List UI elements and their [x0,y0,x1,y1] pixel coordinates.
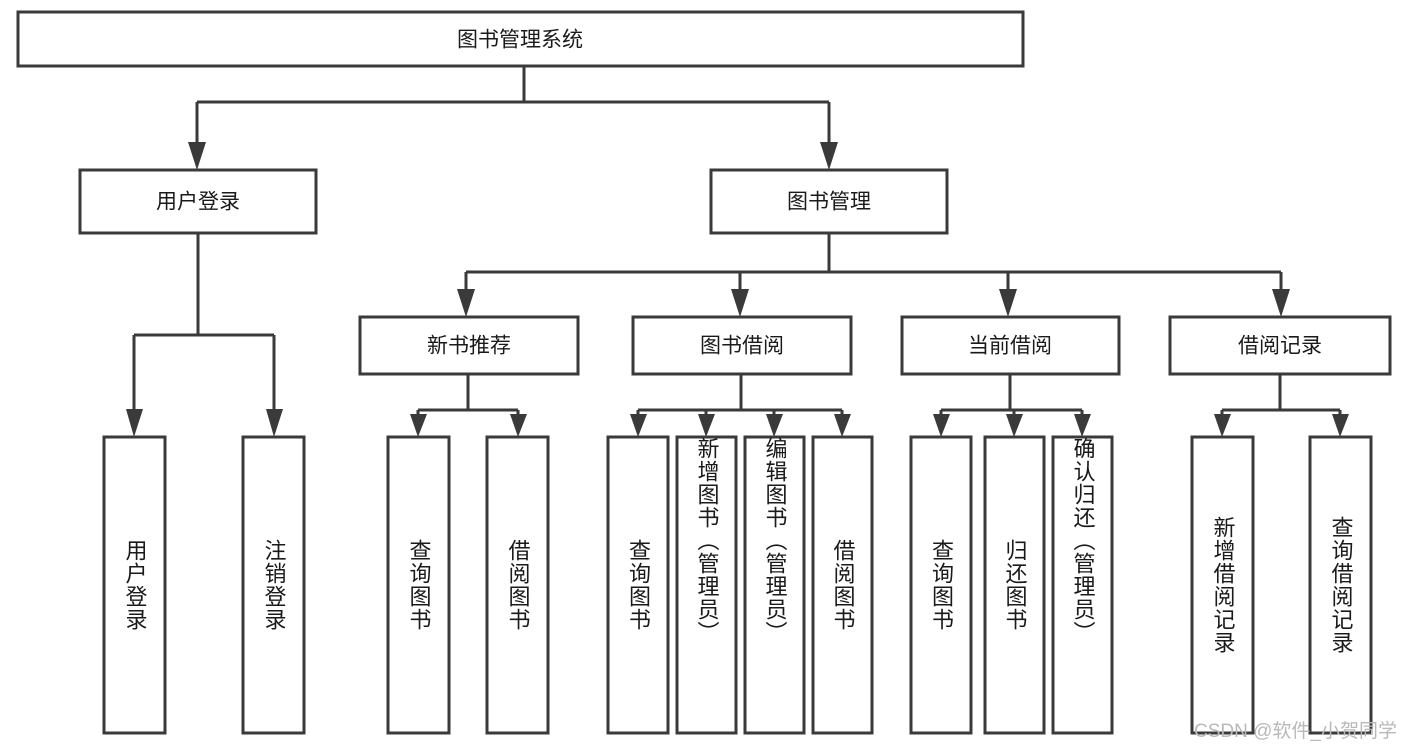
node-user-login-label: 用户登录 [156,191,240,214]
node-current-borrow[interactable]: 当前借阅 [900,315,1121,376]
connector-group-book-manage [457,233,1290,317]
leaf-box-edit-book[interactable] [743,435,806,735]
arrow-head-cb-leaf-1 [933,414,950,437]
leaf-box-confirm-return[interactable] [1051,435,1114,735]
node-book-manage-label: 图书管理 [787,191,871,214]
leaf-box-group [102,435,1373,735]
leaf-box-query-record[interactable] [1308,435,1373,735]
arrow-head-leaf-logout [266,409,283,437]
leaf-box-borrow-book-bb[interactable] [811,435,874,735]
node-user-login[interactable]: 用户登录 [78,168,318,235]
node-user-login-box[interactable] [78,168,318,235]
arrow-head-nbr-leaf-2 [510,414,527,437]
node-borrow-record-box[interactable] [1168,315,1392,376]
connector-group-user-login [126,233,283,437]
arrow-head-bb-leaf-1 [630,414,647,437]
node-book-borrow-label: 图书借阅 [700,335,784,358]
arrow-head-user-login [188,142,206,170]
arrow-head-cb-leaf-2 [1006,414,1023,437]
node-new-book-recommend-box[interactable] [358,315,580,376]
connector-group-borrow-record [1214,374,1349,437]
arrow-head-bb-leaf-4 [834,414,851,437]
arrow-head-book-manage [820,142,838,170]
node-borrow-record[interactable]: 借阅记录 [1168,315,1392,376]
node-book-manage[interactable]: 图书管理 [709,168,949,235]
connector-group-book-borrow [630,374,851,437]
leaf-box-query-book-nbr[interactable] [386,435,451,735]
node-current-borrow-box[interactable] [900,315,1121,376]
leaf-box-query-book-bb[interactable] [606,435,670,735]
node-book-borrow-box[interactable] [631,315,853,376]
arrow-head-borrow-record [1272,289,1290,317]
node-book-manage-box[interactable] [709,168,949,235]
arrow-head-current-borrow [999,289,1017,317]
arrow-head-br-leaf-2 [1332,414,1349,437]
arrow-head-book-borrow [731,289,749,317]
leaf-box-logout[interactable] [241,435,306,735]
leaf-box-add-record[interactable] [1190,435,1255,735]
arrow-head-new-book-recommend [457,289,475,317]
arrow-head-nbr-leaf-1 [410,414,427,437]
connector-group-root [188,66,838,170]
leaf-box-add-book[interactable] [675,435,738,735]
leaf-box-query-book-cb[interactable] [909,435,973,735]
connector-group-current-borrow [933,374,1091,437]
node-new-book-recommend[interactable]: 新书推荐 [358,315,580,376]
leaf-box-user-login[interactable] [102,435,167,735]
arrow-head-br-leaf-1 [1214,414,1231,437]
node-root-box[interactable] [16,10,1025,68]
arrow-head-cb-leaf-3 [1074,414,1091,437]
node-book-borrow[interactable]: 图书借阅 [631,315,853,376]
leaf-box-return-book[interactable] [983,435,1046,735]
node-root-label: 图书管理系统 [457,29,583,52]
leaf-box-borrow-book-nbr[interactable] [485,435,550,735]
node-borrow-record-label: 借阅记录 [1238,335,1322,358]
arrow-head-bb-leaf-3 [766,414,783,437]
csdn-watermark: CSDN @软件_小贺同学 [1194,721,1397,742]
node-root[interactable]: 图书管理系统 [16,10,1025,68]
node-current-borrow-label: 当前借阅 [968,335,1052,358]
connector-group-new-book-recommend [410,374,527,437]
arrow-head-leaf-user-login [126,409,143,437]
node-new-book-recommend-label: 新书推荐 [427,335,511,358]
arrow-head-bb-leaf-2 [698,414,715,437]
